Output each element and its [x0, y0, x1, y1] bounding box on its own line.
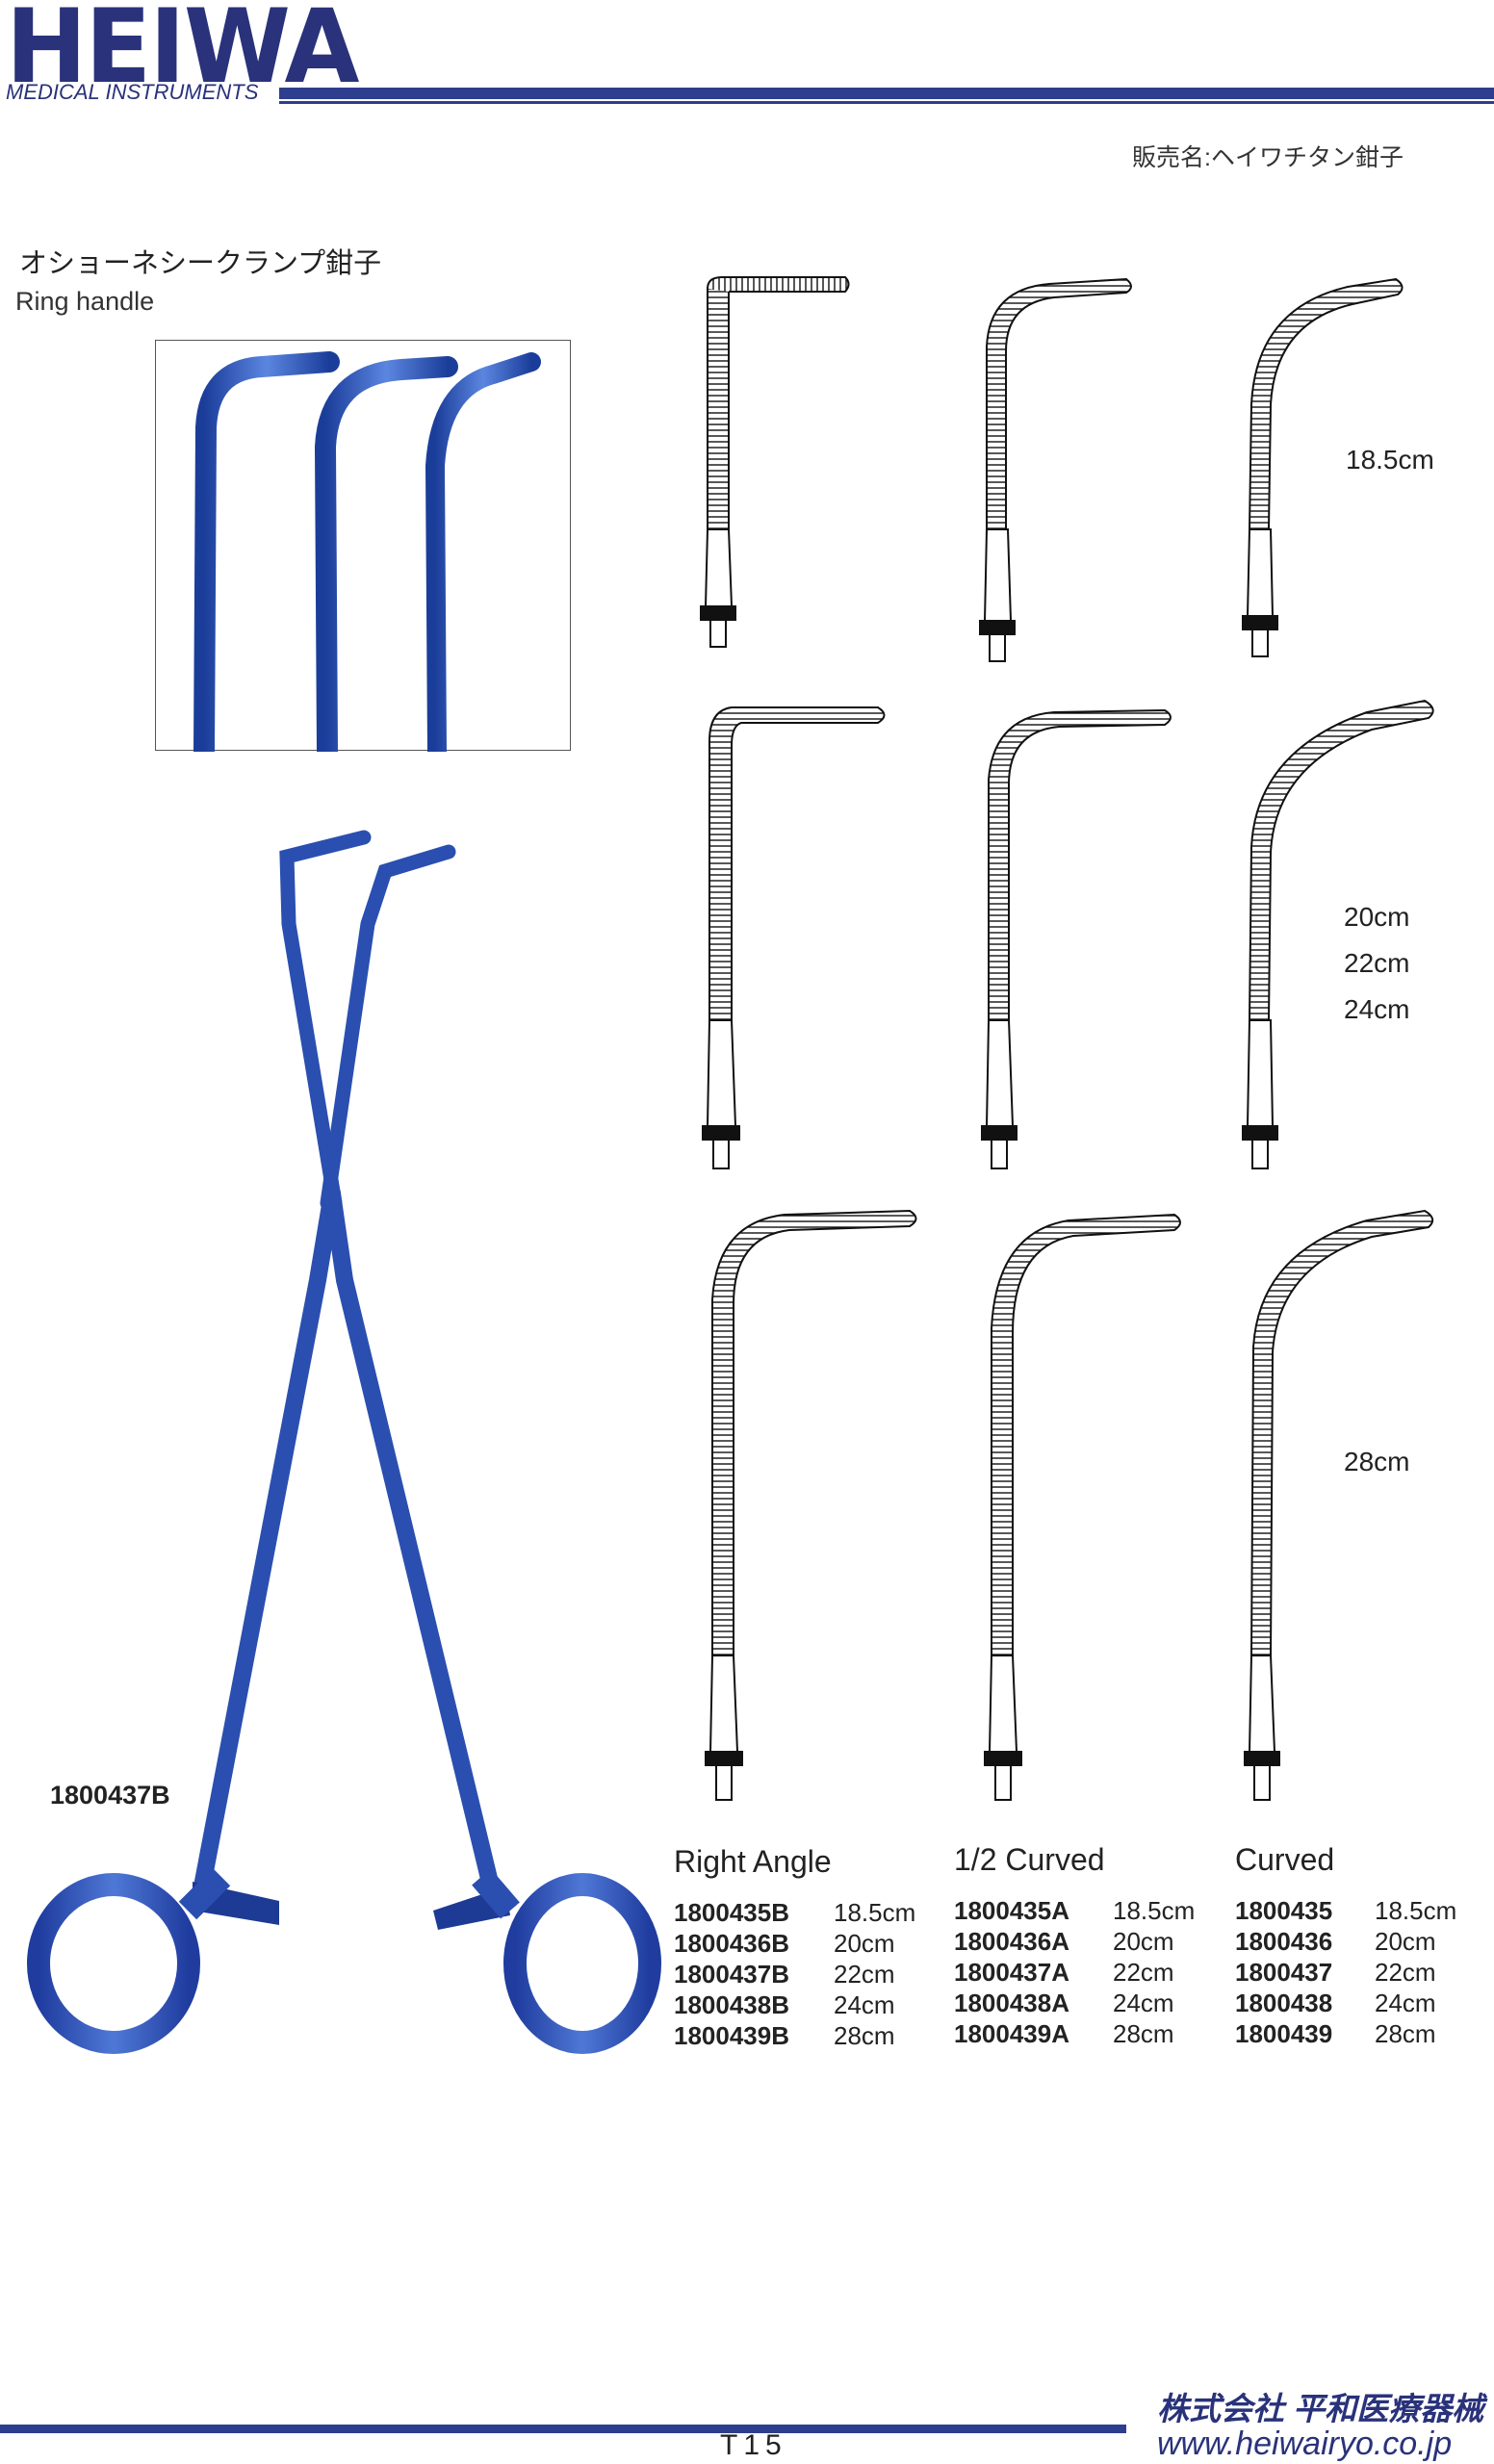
table-row-size: 24cm — [1113, 1989, 1174, 2017]
jaw-right-angle-20-24 — [702, 706, 886, 1169]
product-title-en: Ring handle — [15, 287, 155, 316]
main-instrument-label: 1800437B — [50, 1781, 170, 1810]
table-row-size: 22cm — [1375, 1958, 1436, 1987]
table-row-code: 1800437A — [954, 1958, 1069, 1987]
table-row-code: 1800436 — [1235, 1927, 1333, 1956]
table-row-code: 1800438A — [954, 1989, 1069, 2017]
table-row-code: 1800436B — [674, 1929, 789, 1958]
table-row-code: 1800439A — [954, 2019, 1069, 2048]
forceps-shanks — [193, 1185, 500, 1895]
jaw-curved-20-24 — [1242, 699, 1434, 1169]
jaw-curved-28 — [1244, 1209, 1434, 1801]
table-row-size: 18.5cm — [834, 1898, 916, 1927]
company-url[interactable]: www.heiwairyo.co.jp — [1157, 2426, 1453, 2462]
table-row-code: 1800435 — [1235, 1896, 1333, 1925]
table-row-size: 28cm — [1375, 2019, 1436, 2048]
table-row-size: 18.5cm — [1113, 1896, 1196, 1925]
table-row-size: 20cm — [834, 1929, 895, 1958]
table-row-size: 28cm — [1113, 2019, 1174, 2048]
page-number: T15 — [720, 2429, 787, 2461]
forceps-jaws — [279, 830, 456, 1211]
table-row-code: 1800437 — [1235, 1958, 1333, 1987]
tip-closeup-photo — [155, 340, 571, 752]
table-row-code: 1800438 — [1235, 1989, 1333, 2017]
table-row-code: 1800435A — [954, 1896, 1069, 1925]
company-name: 株式会社 平和医療器械 — [1157, 2391, 1484, 2426]
footer-rule — [0, 2425, 1126, 2433]
size-label-row2-a: 20cm — [1344, 902, 1410, 932]
table-row-size: 22cm — [834, 1960, 895, 1989]
jaw-half-curved-18-5 — [979, 277, 1132, 662]
brand-logo-subtitle: MEDICAL INSTRUMENTS — [6, 80, 259, 104]
table-row-size: 22cm — [1113, 1958, 1174, 1987]
brand-logo: HEIWA — [6, 0, 359, 106]
table-row-size: 18.5cm — [1375, 1896, 1457, 1925]
forceps-rings — [27, 1873, 661, 2054]
size-label-row2-c: 24cm — [1344, 994, 1410, 1024]
table-row-code: 1800439 — [1235, 2019, 1333, 2048]
product-title-jp: オショーネシークランプ鉗子 — [19, 248, 382, 279]
column-heading-curved: Curved — [1235, 1842, 1335, 1877]
table-row-code: 1800439B — [674, 2021, 789, 2050]
jaw-right-angle-28 — [705, 1209, 917, 1801]
table-row-size: 20cm — [1375, 1927, 1436, 1956]
header-rule — [279, 88, 1494, 99]
table-row-size: 28cm — [834, 2021, 895, 2050]
column-heading-right-angle: Right Angle — [674, 1844, 832, 1879]
tip-closeup-illustration — [193, 351, 541, 752]
table-row-code: 1800438B — [674, 1990, 789, 2019]
table-row-code: 1800436A — [954, 1927, 1069, 1956]
size-label-row1: 18.5cm — [1346, 445, 1434, 475]
sales-name: 販売名:ヘイワチタン鉗子 — [1132, 144, 1404, 171]
jaw-half-curved-20-24 — [981, 708, 1172, 1169]
header-rule-thin — [279, 101, 1494, 104]
jaw-right-angle-18-5 — [700, 276, 850, 648]
table-row-size: 24cm — [1375, 1989, 1436, 2017]
table-row-code: 1800435B — [674, 1898, 789, 1927]
size-label-row3: 28cm — [1344, 1447, 1410, 1476]
table-row-size: 20cm — [1113, 1927, 1174, 1956]
table-row-code: 1800437B — [674, 1960, 789, 1989]
jaw-half-curved-28 — [984, 1213, 1181, 1801]
forceps-ratchet — [193, 1882, 510, 1930]
table-row-size: 24cm — [834, 1990, 895, 2019]
size-label-row2-b: 22cm — [1344, 948, 1410, 978]
column-heading-half-curved: 1/2 Curved — [954, 1842, 1105, 1877]
